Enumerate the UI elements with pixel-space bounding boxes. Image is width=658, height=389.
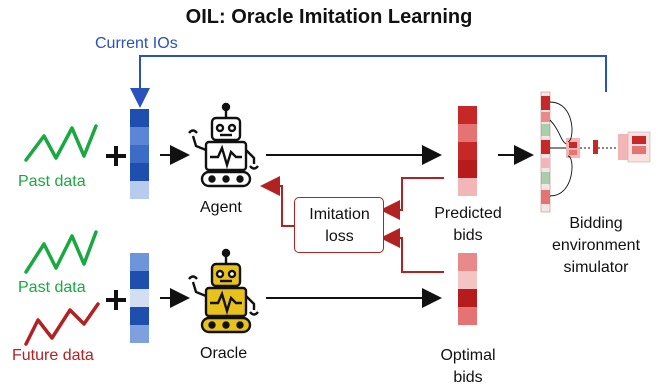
stack-cell — [458, 289, 477, 307]
stack-cell — [458, 124, 477, 142]
stack-cell — [130, 289, 149, 307]
current-ios-arrow — [130, 55, 607, 108]
optimal-bids-line1: Optimal — [440, 347, 496, 364]
stack-cell — [458, 178, 477, 196]
stack-cell — [130, 163, 149, 181]
predicted-bids-stack — [458, 106, 477, 196]
agent-robot-icon — [188, 102, 259, 188]
stack-cell — [130, 127, 149, 145]
imitation-loss-box — [294, 197, 384, 253]
arrow-loss-to-agent — [260, 176, 294, 227]
arrow-predicted-to-loss — [380, 177, 444, 220]
stack-cell — [458, 271, 477, 289]
future-data-zigzag-icon — [24, 302, 100, 346]
simulator-line1: Bidding — [569, 215, 623, 232]
arrow-optimal-to-loss — [380, 228, 444, 273]
stack-cell — [130, 307, 149, 325]
oracle-label: Oracle — [200, 345, 248, 362]
predicted-bids-line1: Predicted — [434, 205, 502, 222]
past-data-top-zigzag-icon — [24, 124, 98, 162]
simulator-network-icon — [540, 91, 651, 213]
stack-cell — [130, 253, 149, 271]
imitation-loss-line1: Imitation — [309, 206, 370, 223]
plus-icon-bottom — [106, 290, 126, 310]
optimal-bids-line2: bids — [453, 369, 483, 386]
predicted-bids-line2: bids — [453, 227, 483, 244]
past-data-top-label: Past data — [18, 173, 86, 190]
stack-cell — [130, 181, 149, 199]
current-ios-label: Current IOs — [95, 35, 178, 52]
stack-cell — [458, 307, 477, 325]
simulator-line3: simulator — [563, 259, 629, 276]
stack-cell — [130, 325, 149, 343]
oracle-robot-icon — [188, 248, 259, 334]
diagram-title: OIL: Oracle Imitation Learning — [185, 6, 473, 28]
stack-cell — [130, 145, 149, 163]
stack-cell — [458, 160, 477, 178]
simulator-line2: environment — [551, 237, 641, 254]
stack-cell — [458, 253, 477, 271]
input-stack-bottom — [130, 253, 149, 343]
agent-label: Agent — [200, 199, 242, 216]
stack-cell — [458, 142, 477, 160]
stack-cell — [458, 106, 477, 124]
stack-cell — [130, 271, 149, 289]
optimal-bids-stack — [458, 253, 477, 325]
past-data-bottom-zigzag-icon — [24, 230, 98, 274]
imitation-loss-line2: loss — [325, 228, 354, 245]
stack-cell — [130, 109, 149, 127]
input-stack-top — [130, 109, 149, 199]
future-data-label: Future data — [12, 347, 94, 364]
plus-icon-top — [106, 146, 126, 166]
past-data-bottom-label: Past data — [18, 279, 86, 296]
